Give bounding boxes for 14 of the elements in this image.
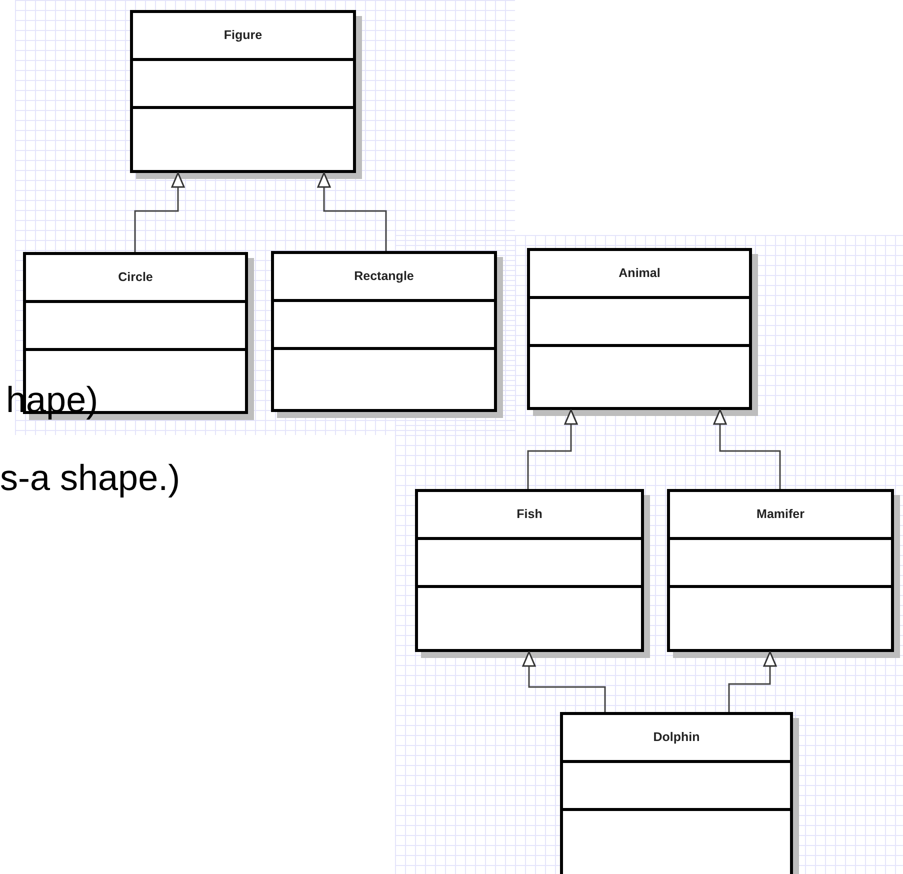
- inheritance-arrow: [317, 172, 387, 251]
- class-name: Rectangle: [353, 268, 415, 285]
- class-name: Fish: [516, 506, 544, 523]
- inheritance-arrow: [522, 651, 606, 712]
- class-name: Figure: [222, 27, 264, 44]
- inheritance-arrow: [527, 409, 578, 489]
- inheritance-arrow: [134, 172, 185, 252]
- inheritance-arrow: [728, 651, 777, 712]
- class-name: Animal: [618, 265, 662, 282]
- text-fragment: s-a shape.): [0, 460, 180, 496]
- class-name: Mamifer: [756, 506, 806, 523]
- class-name: Dolphin: [652, 729, 701, 746]
- class-name: Circle: [117, 269, 154, 286]
- inheritance-arrow: [713, 409, 781, 489]
